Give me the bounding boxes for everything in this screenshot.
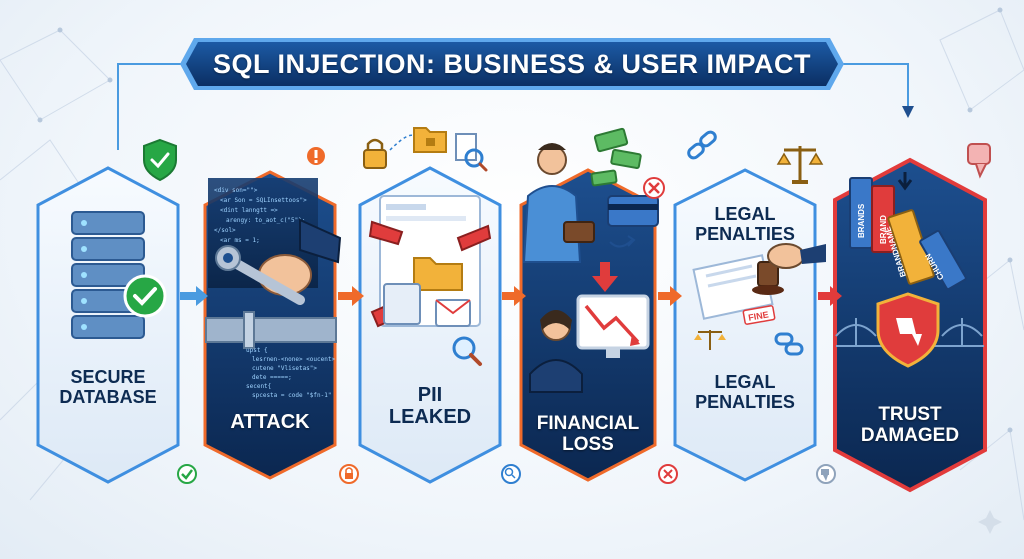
lock-icon [363,138,387,169]
broken-link-icon [774,332,804,356]
file-card-icon [383,283,471,327]
wrench-hand-icon [215,218,342,305]
brand-blocks-icon [849,177,967,291]
sparkle-icon [978,510,1002,534]
code-line: arengy: to_aot_c("5"); [226,217,305,224]
money-icon [590,127,642,187]
magnifier-small-icon [501,464,521,484]
thumbs-down-top-icon [967,143,991,179]
step-label-legal-penalties: LEGAL PENALTIES [695,372,795,413]
code-line: dete =====; [252,374,292,381]
flow-arrows [180,286,842,306]
panel-trust-damaged: BRANDS BRAND BRANDNAME CHURN [833,143,991,493]
block-label: BRANDS [857,203,866,238]
title-banner: SQL INJECTION: BUSINESS & USER IMPACT [180,38,844,90]
banner-shape [180,38,844,90]
chain-link-icon [687,130,717,160]
shield-thumbs-down-icon [876,292,940,368]
magnifier-icon [452,336,482,366]
step-label-attack: ATTACK [230,411,310,433]
person-wallet-icon [522,143,595,263]
page-title: SQL INJECTION: BUSINESS & USER IMPACT [212,48,812,79]
document-stamp-icon: FINE [692,243,826,325]
step-label-trust-damaged: TRUST DAMAGED [860,404,960,447]
lock-small-icon [339,464,359,484]
shield-check-icon [143,138,177,182]
alert-icon [307,147,325,165]
code-line: <ar ms = 1; [220,237,260,244]
panel-legal-penalties: FINE [673,168,826,482]
panel-pii-leaked [358,127,502,484]
credit-card-icon [607,177,665,227]
code-snippet-bottom: upst { lesrnen-<none> <oucent> cutene "V… [246,347,335,399]
gavel-scales-small-icon [694,330,726,350]
code-line: secent{ [246,383,271,390]
bottom-status-icons [177,464,1002,534]
code-line: lesrnen-<none> <oucent> [252,356,335,363]
block-label: BRAND [879,215,888,244]
down-arrow-icon [592,262,618,292]
panel-attack: <div son=""> <ar Son = SQLInsettoos"> <d… [203,147,342,480]
folder-lock-icon [413,127,447,153]
code-line: <ar Son = SQLInsettoos"> [220,197,307,204]
code-line: upst { [246,347,268,354]
stressed-person-icon [529,310,583,393]
code-line: <div son=""> [214,187,258,194]
step-label-pii-leaked: PII LEAKED [388,384,472,429]
x-icon [658,464,678,484]
panel-secure-database [36,138,180,484]
check-icon [177,464,197,484]
database-server-icon [71,211,145,339]
monitor-chart-icon [576,294,650,358]
code-snippet-top: <div son=""> <ar Son = SQLInsettoos"> <d… [214,187,307,244]
code-line: <dint lanngtt => [220,207,278,214]
fine-stamp-text: FINE [747,309,769,322]
code-line: </sol> [214,227,236,234]
search-doc-icon [455,133,488,172]
thumbs-down-icon [816,464,836,484]
code-line: spcesta = code "$fn-1" [252,392,331,399]
code-line: cutene "Vlisetas"> [252,365,317,372]
step-label-financial-loss: FINANCIAL LOSS [536,413,640,456]
scales-icon [776,146,824,184]
step-label-secure-database: SECURE DATABASE [59,367,157,408]
check-badge-icon [123,274,167,318]
pipe-icon [205,311,337,349]
step-top-label-legal-penalties: LEGAL PENALTIES [695,204,795,245]
panel-financial-loss [519,127,665,482]
